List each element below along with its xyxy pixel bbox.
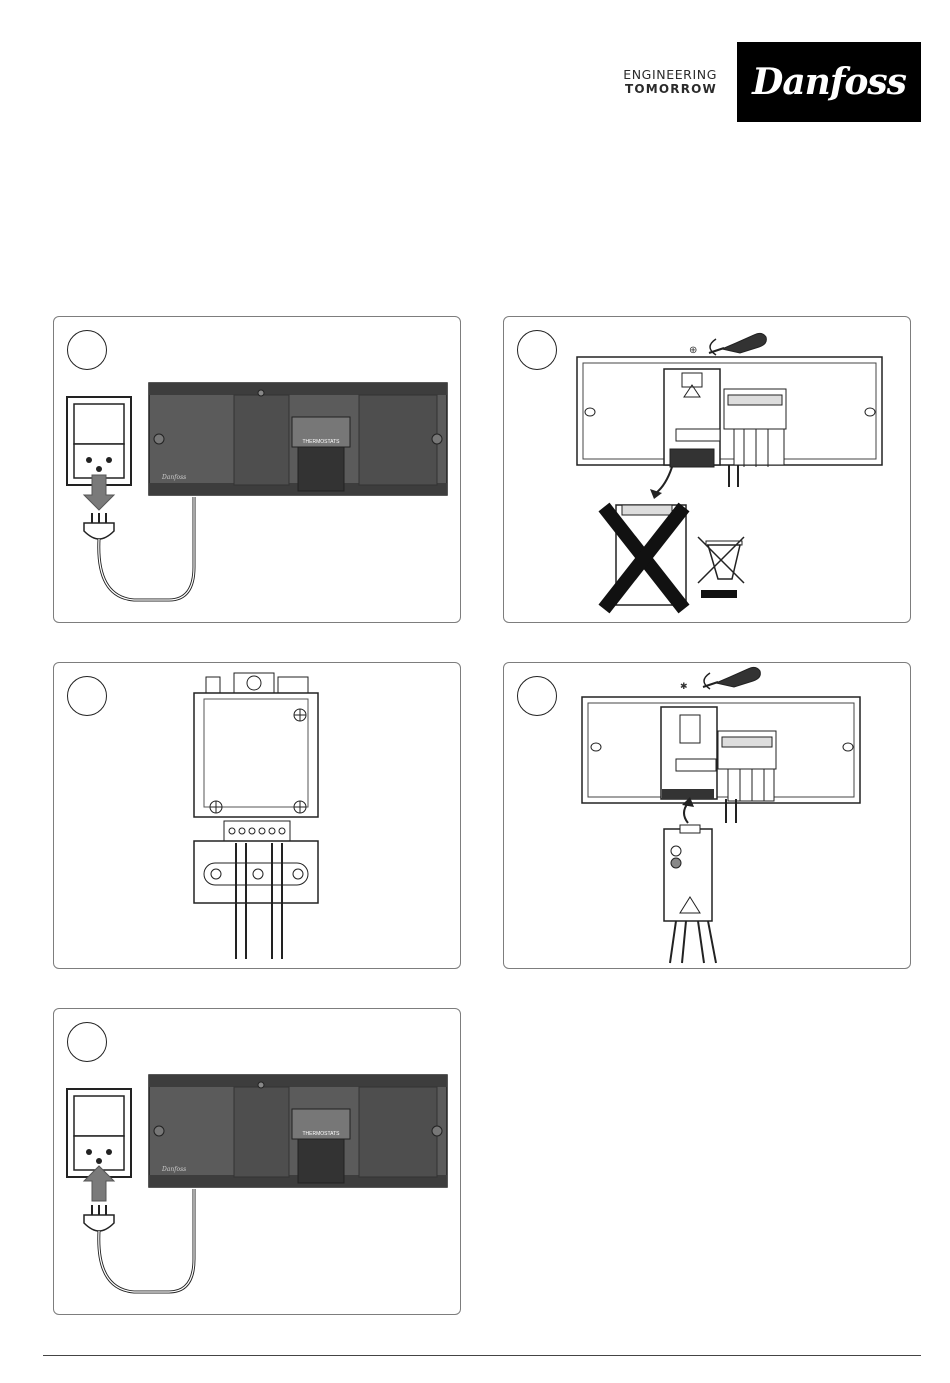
thermostats-label: THERMOSTATS [302, 439, 340, 445]
step-3-panel [53, 662, 461, 969]
thermostats-label: THERMOSTATS [302, 1131, 340, 1137]
tagline-line2: TOMORROW [612, 82, 717, 96]
step-5-illustration: THERMOSTATS Danfoss [54, 1009, 461, 1315]
controller-device: THERMOSTATS Danfoss [149, 1075, 447, 1187]
step-4-panel: ✱ [503, 662, 911, 969]
step-2-panel: ⊕ [503, 316, 911, 623]
device-brand: Danfoss [161, 1166, 186, 1173]
svg-text:✱: ✱ [680, 682, 688, 692]
screwdriver-icon [709, 333, 766, 353]
device-brand: Danfoss [161, 474, 186, 481]
down-arrow-icon [656, 467, 672, 493]
step-4-illustration: ✱ [504, 663, 911, 969]
brand-tagline: ENGINEERING TOMORROW [612, 68, 717, 96]
step-2-illustration: ⊕ [504, 317, 911, 623]
plug-icon [84, 1205, 114, 1231]
danfoss-logo: Danfoss [737, 42, 921, 122]
screwdriver-icon [703, 667, 760, 687]
step-1-panel: THERMOSTATS Danfoss [53, 316, 461, 623]
controller-device: THERMOSTATS Danfoss [149, 383, 447, 495]
wall-socket-icon [67, 397, 131, 485]
tagline-line1: ENGINEERING [612, 68, 717, 82]
wall-socket-icon [67, 1089, 131, 1177]
step-1-illustration: THERMOSTATS Danfoss [54, 317, 461, 623]
footer-rule [43, 1355, 921, 1356]
crossed-bin-icon [698, 537, 744, 598]
step-5-panel: THERMOSTATS Danfoss [53, 1008, 461, 1315]
plug-icon [84, 513, 114, 539]
svg-text:⊕: ⊕ [689, 345, 697, 356]
up-arrow-icon [684, 803, 688, 823]
logo-wordmark: Danfoss [737, 42, 921, 122]
step-3-illustration [54, 663, 461, 969]
